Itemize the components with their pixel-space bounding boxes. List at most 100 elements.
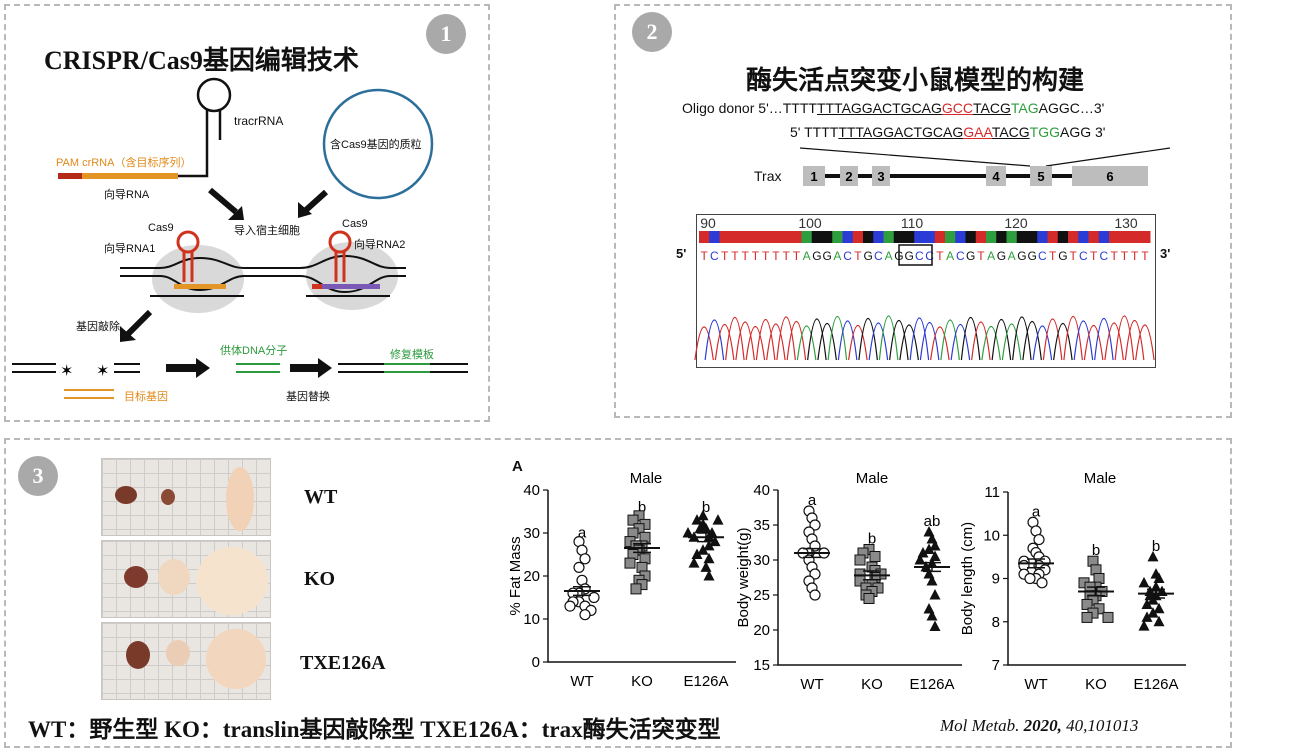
- seq2-prefix: 5' TTTT: [790, 124, 839, 140]
- guide1-bar: [174, 284, 226, 289]
- sem-bar: [863, 570, 881, 581]
- citation: Mol Metab. 2020, 40,101013: [940, 716, 1138, 736]
- base-call: T: [1049, 249, 1057, 263]
- data-point: [697, 544, 709, 555]
- quality-bar: [760, 231, 772, 243]
- tracr-loop: [196, 77, 232, 113]
- plasmid-label: 含Cas9基因的质粒: [330, 139, 422, 151]
- trace-peak: [868, 322, 889, 361]
- chart-panel-letter: A: [512, 458, 523, 475]
- trace-peak: [1012, 316, 1032, 361]
- trace-peak: [837, 320, 858, 361]
- arrow-knockout-head: [120, 326, 136, 342]
- data-point: [929, 620, 941, 631]
- data-point: [703, 539, 715, 551]
- seq1-mid: TACG: [973, 100, 1011, 116]
- y-tick-label: 20: [523, 568, 540, 585]
- sem-bar: [697, 532, 715, 543]
- quality-bar: [1006, 231, 1018, 243]
- base-call: A: [885, 249, 893, 263]
- base-call: T: [752, 249, 760, 263]
- base-call: C: [1079, 249, 1088, 263]
- base-call: G: [966, 249, 975, 263]
- tissue-txe-2: [166, 640, 190, 666]
- base-call: T: [793, 249, 801, 263]
- zoom-line-left: [799, 147, 1031, 167]
- pam-crrna-label: PAM crRNA（含目标序列）: [56, 157, 192, 169]
- quality-bar: [801, 231, 813, 243]
- arrow-knockout: [125, 309, 153, 337]
- tissue-txe-3: [206, 629, 266, 689]
- y-tick-label: 11: [984, 484, 1000, 501]
- seq-end-5: 5': [676, 246, 687, 261]
- trace-peak: [950, 324, 971, 361]
- base-call: C: [925, 249, 934, 263]
- quality-bar: [924, 231, 936, 243]
- data-point: [809, 519, 821, 531]
- y-tick-label: 0: [532, 654, 540, 671]
- sem-bar: [1027, 558, 1045, 569]
- tracr-label: tracrRNA: [234, 114, 284, 128]
- y-axis-label: Body length (cm): [959, 522, 976, 635]
- trace-peak: [786, 321, 807, 361]
- data-point: [630, 583, 642, 595]
- oligo-seq-2: 5' TTTTTTTAGGACTGCAGGAATACGTGGAGG 3': [790, 124, 1105, 140]
- trace-peak: [858, 318, 878, 361]
- panel-badge-3: 3: [18, 456, 58, 496]
- data-point: [1153, 602, 1165, 614]
- trace-peak: [1083, 324, 1104, 361]
- quality-bar: [1057, 231, 1069, 243]
- row-label-ko: KO: [304, 568, 336, 590]
- data-point: [1147, 607, 1159, 618]
- guide2-loop: [328, 230, 352, 254]
- data-point: [573, 561, 585, 574]
- significance-letter: b: [1092, 542, 1100, 559]
- guide-rna-label: 向导RNA: [104, 189, 150, 201]
- trace-peak: [694, 326, 714, 361]
- trace-peak: [909, 317, 930, 361]
- data-point: [926, 610, 938, 621]
- guide1-label: 向导RNA1: [104, 243, 156, 255]
- seq1-red: GCC: [941, 100, 974, 116]
- photo-ko: [101, 540, 271, 618]
- data-point: [627, 514, 639, 526]
- quality-bar: [965, 231, 977, 243]
- exon-label-1: 1: [810, 169, 817, 184]
- replace-label: 基因替换: [286, 391, 330, 403]
- quality-bar: [1119, 231, 1130, 243]
- base-call: G: [812, 249, 821, 263]
- trace-peak: [1094, 318, 1114, 361]
- data-point: [1024, 572, 1036, 585]
- x-tick-label: WT: [800, 676, 823, 693]
- base-call: T: [1069, 249, 1077, 263]
- seq2-red: GAA: [963, 124, 992, 140]
- trace-peak: [971, 321, 991, 361]
- base-call: T: [854, 249, 862, 263]
- data-point: [863, 593, 875, 604]
- panel-crispr: [4, 4, 490, 422]
- data-point: [1147, 594, 1159, 605]
- model-title: 酶失活点突变小鼠模型的构建: [746, 65, 1085, 95]
- tissue-wt-3: [226, 467, 254, 531]
- guide2-bar: [320, 284, 380, 289]
- quality-bar: [1088, 231, 1100, 243]
- trax-label: Trax: [754, 168, 782, 184]
- quality-bar: [1129, 231, 1141, 243]
- trace-peak: [991, 319, 1012, 361]
- data-point: [579, 609, 591, 621]
- quality-bar: [1109, 231, 1120, 243]
- cut-star-right: ✶: [96, 363, 109, 380]
- quality-bar: [1016, 231, 1028, 243]
- quality-bar: [1037, 231, 1048, 243]
- guide2-pam: [312, 284, 322, 289]
- significance-letter: b: [1152, 538, 1160, 555]
- sem-bar: [923, 561, 941, 573]
- base-call: T: [1141, 249, 1149, 263]
- base-call: G: [1058, 249, 1067, 263]
- trace-peak: [1104, 322, 1124, 361]
- y-tick-label: 7: [992, 657, 1000, 674]
- base-call: G: [822, 249, 831, 263]
- y-tick-label: 40: [523, 482, 540, 499]
